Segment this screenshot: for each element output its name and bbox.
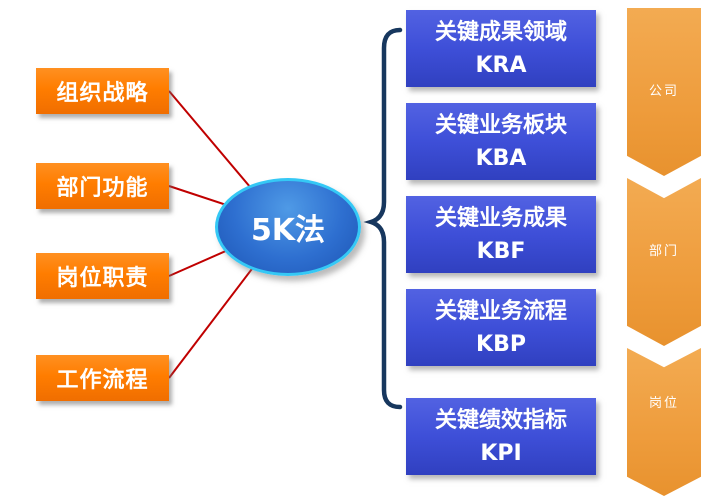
input-box-work-process: 工作流程 [36, 355, 169, 401]
output-box-kba: 关键业务板块 KBA [406, 103, 596, 180]
input-box-label: 组织战略 [56, 81, 149, 106]
center-ellipse-label: 5K法 [250, 213, 326, 248]
output-box-kbf: 关键业务成果 KBF [406, 196, 596, 273]
output-box-code: KBF [476, 238, 526, 264]
input-box-label: 部门功能 [56, 176, 149, 201]
level-label: 公司 [648, 84, 679, 100]
input-box-strategy: 组织战略 [36, 68, 169, 114]
level-chevron-department: 部门 [627, 178, 701, 346]
level-label: 部门 [648, 244, 679, 260]
input-box-label: 工作流程 [56, 368, 149, 393]
input-box-department-function: 部门功能 [36, 163, 169, 209]
input-box-label: 岗位职责 [56, 266, 149, 291]
output-box-title: 关键绩效指标 [434, 407, 567, 433]
output-box-kpi: 关键绩效指标 KPI [406, 398, 596, 475]
brace [363, 27, 403, 410]
output-box-title: 关键业务板块 [434, 112, 567, 138]
output-box-kbp: 关键业务流程 KBP [406, 289, 596, 366]
level-label: 岗位 [648, 396, 679, 412]
output-box-kra: 关键成果领域 KRA [406, 10, 596, 87]
center-ellipse-5k: 5K法 [215, 178, 361, 276]
output-box-title: 关键业务流程 [434, 298, 567, 324]
output-box-title: 关键业务成果 [434, 205, 567, 231]
output-box-code: KBA [475, 145, 527, 171]
output-box-code: KRA [475, 52, 527, 78]
output-box-code: KBP [476, 331, 526, 357]
input-box-job-duty: 岗位职责 [36, 253, 169, 299]
output-box-code: KPI [480, 440, 522, 466]
output-box-title: 关键成果领域 [434, 19, 567, 45]
level-chevron-position: 岗位 [627, 348, 701, 496]
level-chevron-company: 公司 [627, 8, 701, 176]
